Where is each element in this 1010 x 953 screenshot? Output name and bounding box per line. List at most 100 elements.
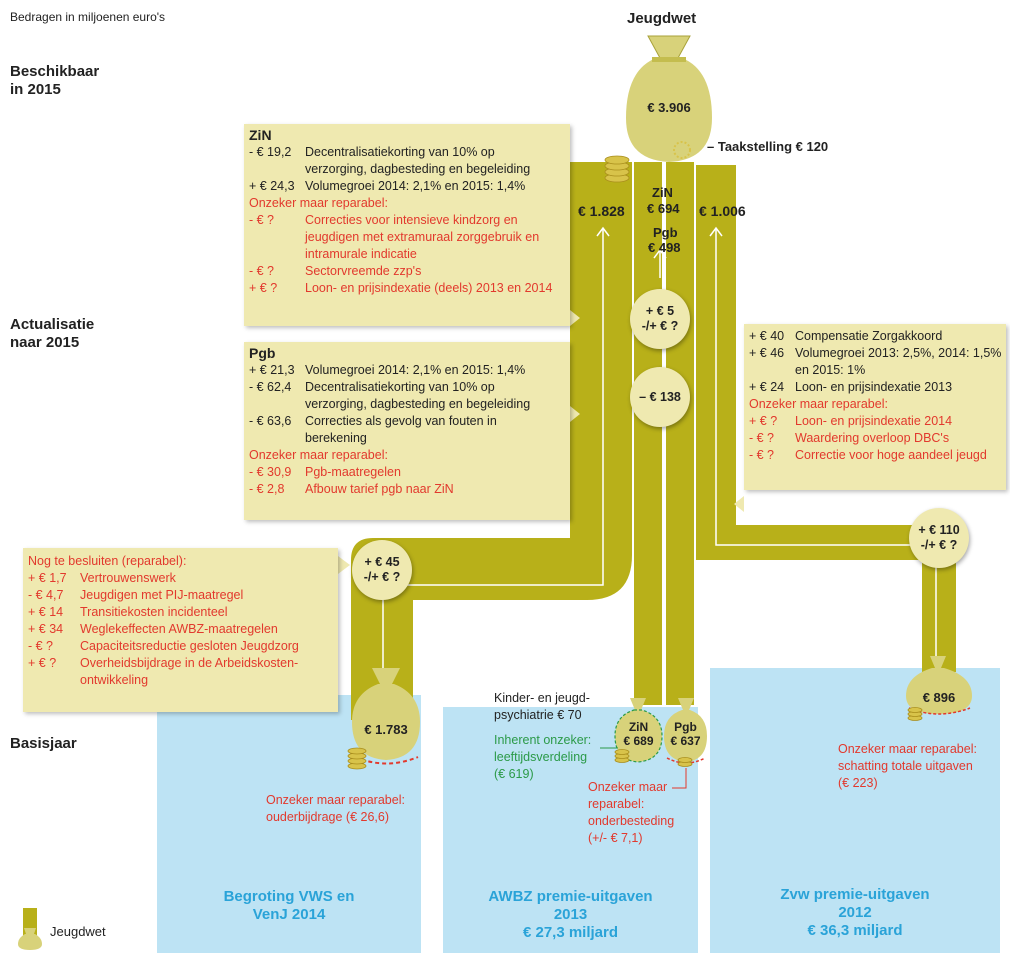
bag-zvw-amount: € 896 <box>922 690 956 705</box>
note-kjp-1: Kinder- en jeugd- <box>494 691 590 705</box>
circle-mid-line-2: -/+ € ? <box>641 319 679 333</box>
row-amount: - € ? <box>28 639 54 653</box>
row-amount: + € 14 <box>28 605 64 619</box>
row-text: Afbouw tarief pgb naar ZiN <box>305 482 454 496</box>
row-text: en 2015: 1% <box>795 363 866 377</box>
row-text: Correcties als gevolg van fouten in <box>305 414 497 428</box>
note-vws-2: ouderbijdrage (€ 26,6) <box>266 810 389 824</box>
note-inherent-2: leeftijdsverdeling <box>494 750 588 764</box>
circle-left-line-2: -/+ € ? <box>363 570 401 584</box>
row-text: Compensatie Zorgakkoord <box>795 329 943 343</box>
taakstelling: – Taakstelling € 120 <box>707 139 829 154</box>
row-amount: - € 4,7 <box>28 588 64 602</box>
row-amount: - € ? <box>749 431 775 445</box>
circle-mid-line-1: + € 5 <box>645 304 675 318</box>
row-amount: + € 34 <box>28 622 64 636</box>
panel-zvw-title-3: € 36,3 miljard <box>807 922 903 939</box>
row-text: jeugdigen met extramuraal zorggebruik en <box>305 230 540 244</box>
row-text: Transitiekosten incidenteel <box>80 605 228 619</box>
diagram-title: Jeugdwet <box>627 10 697 27</box>
row-amount: + € ? <box>28 656 57 670</box>
flow-zin-amount: € 694 <box>647 201 680 216</box>
units-note: Bedragen in miljoenen euro's <box>10 10 166 24</box>
row-amount: - € ? <box>249 213 275 227</box>
bag-awbz-zin-icon <box>614 698 663 763</box>
bag-awbz-zin-label: ZiN <box>628 720 649 734</box>
panel-zvw-title-2: 2012 <box>838 904 872 921</box>
row-text: Decentralisatiekorting van 10% op <box>305 380 495 394</box>
row-text: Volumegroei 2014: 2,1% en 2015: 1,4% <box>305 179 526 193</box>
label-base-year: Basisjaar <box>10 735 77 752</box>
note-zvw-1: Onzeker maar reparabel: <box>838 742 977 756</box>
money-bag-icon <box>626 35 712 162</box>
note-kjp-2: psychiatrie € 70 <box>494 708 582 722</box>
flow-left <box>351 162 632 720</box>
row-amount: - € 2,8 <box>249 482 285 496</box>
note-zvw-2: schatting totale uitgaven <box>838 759 973 773</box>
row-amount: + € 24 <box>749 380 785 394</box>
circle-left-change: + € 45-/+ € ? <box>352 540 412 600</box>
flow-pgb-label: Pgb <box>653 225 678 240</box>
note-inherent-3: (€ 619) <box>494 767 534 781</box>
row-text: Loon- en prijsindexatie (deels) 2013 en … <box>305 281 553 295</box>
row-text: Decentralisatiekorting van 10% op <box>305 145 495 159</box>
row-amount: + € 1,7 <box>28 571 67 585</box>
row-amount: + € 24,3 <box>249 179 295 193</box>
row-amount: + € 21,3 <box>249 363 295 377</box>
bag-vws-amount: € 1.783 <box>364 722 408 737</box>
row-text: Loon- en prijsindexatie 2013 <box>795 380 953 394</box>
row-text: Correctie voor hoge aandeel jeugd <box>795 448 987 462</box>
row-text: Waardering overloop DBC's <box>795 431 950 445</box>
row-text: Correcties voor intensieve kindzorg en <box>305 213 518 227</box>
circle-right-change: + € 110-/+ € ? <box>909 508 969 568</box>
box-zin: ZiN - € 19,2 Decentralisatiekorting van 1… <box>244 124 570 326</box>
note-zvw-3: (€ 223) <box>838 776 878 790</box>
legend-label: Jeugdwet <box>50 924 106 939</box>
flow-pgb-amount: € 498 <box>648 240 681 255</box>
box-pgb: Pgb + € 21,3 Volumegroei 2014: 2,1% en 20… <box>244 342 570 520</box>
flow-left-total: € 1.828 <box>578 203 625 219</box>
row-text: Vertrouwenswerk <box>80 571 176 585</box>
note-inherent-1: Inherent onzeker: <box>494 733 592 747</box>
row-amount: + € ? <box>249 281 278 295</box>
panel-awbz-title-1: AWBZ premie-uitgaven <box>488 888 653 905</box>
row-text: Pgb-maatregelen <box>305 465 401 479</box>
bag-zvw-icon <box>906 656 972 715</box>
row-amount: + € ? <box>749 414 778 428</box>
top-bag-amount: € 3.906 <box>647 100 691 115</box>
box-zin-rows: - € 19,2 Decentralisatiekorting van 10% o… <box>249 144 570 297</box>
box-zin-uncertain: Onzeker maar reparabel: <box>249 196 388 210</box>
flow-zin-label: ZiN <box>652 185 673 200</box>
bag-vws-icon <box>352 668 420 765</box>
panel-awbz-title-3: € 27,3 miljard <box>522 924 619 941</box>
circle-mid-reduction-text: – € 138 <box>639 389 681 404</box>
row-amount: - € 19,2 <box>249 145 292 159</box>
bag-awbz-pgb-label: Pgb <box>674 720 697 734</box>
box-pgb-title: Pgb <box>249 345 276 361</box>
circle-left-line-1: + € 45 <box>364 555 400 569</box>
row-text: berekening <box>305 431 367 445</box>
row-text: verzorging, dagbesteding en begeleiding <box>305 397 531 411</box>
circle-right-line-2: -/+ € ? <box>920 538 958 552</box>
note-pgb-1: Onzeker maar <box>588 780 668 794</box>
panel-awbz-title-2: 2013 <box>553 906 588 923</box>
box-zin-title: ZiN <box>249 127 272 143</box>
label-available-1: Beschikbaar <box>10 63 100 80</box>
row-text: Loon- en prijsindexatie 2014 <box>795 414 953 428</box>
row-text: ontwikkeling <box>80 673 149 687</box>
row-text: Weglekeffecten AWBZ-maatregelen <box>80 622 278 636</box>
row-text: Capaciteitsreductie gesloten Jeugdzorg <box>80 639 299 653</box>
panel-vws-title-2: VenJ 2014 <box>252 906 326 923</box>
row-amount: - € ? <box>249 264 275 278</box>
row-text: verzorging, dagbesteding en begeleiding <box>305 162 531 176</box>
box-left-title: Nog te besluiten (reparabel): <box>28 554 187 568</box>
panel-vws-title-1: Begroting VWS en <box>223 888 355 905</box>
circle-mid-change: + € 5-/+ € ? <box>630 289 690 349</box>
row-text: Volumegroei 2014: 2,1% en 2015: 1,4% <box>305 363 526 377</box>
panel-zvw: Zvw premie-uitgaven 2012 € 36,3 miljard <box>710 668 1000 953</box>
row-amount: - € 63,6 <box>249 414 292 428</box>
circle-right-line-1: + € 110 <box>918 523 960 537</box>
note-pgb-3: onderbesteding <box>588 814 675 828</box>
legend-swatch-icon <box>18 908 42 950</box>
